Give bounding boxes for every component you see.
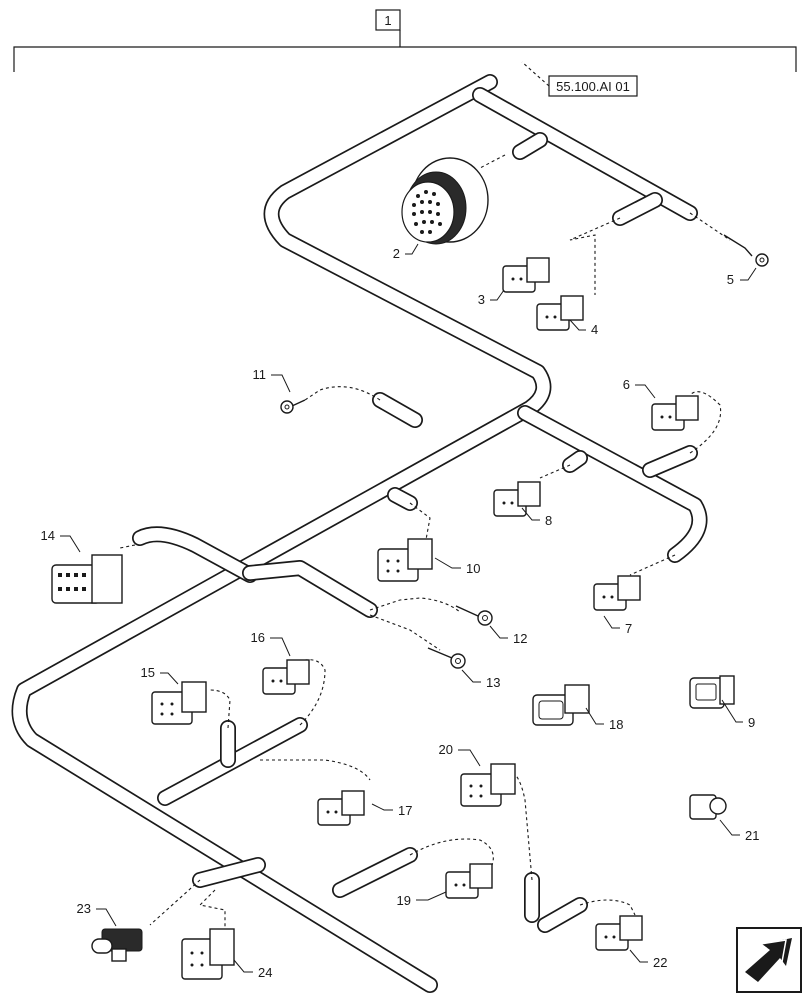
connector-10[interactable] [377, 538, 433, 582]
inline-connector-23[interactable] [91, 928, 143, 962]
harness-tubes [11, 74, 708, 993]
next-page-arrow-icon[interactable] [736, 927, 802, 993]
connector-18[interactable] [532, 684, 590, 726]
callout-15[interactable]: 15 [141, 665, 155, 680]
connector-15[interactable] [151, 681, 207, 725]
ring-terminal-5[interactable] [723, 234, 769, 267]
callout-7[interactable]: 7 [625, 621, 632, 636]
callout-11[interactable]: 11 [253, 367, 267, 382]
connector-7[interactable] [593, 575, 641, 611]
connector-19[interactable] [445, 863, 493, 899]
connector-6[interactable] [651, 395, 699, 431]
connector-3[interactable] [502, 257, 550, 293]
callout-numbers: 2 3 4 5 6 7 8 9 10 11 12 13 14 15 16 17 … [41, 246, 760, 980]
round-connector-2[interactable] [401, 157, 489, 245]
callout-3[interactable]: 3 [478, 292, 485, 307]
callout-19[interactable]: 19 [397, 893, 411, 908]
connector-20[interactable] [460, 763, 516, 807]
connector-16[interactable] [262, 659, 310, 695]
callout-14[interactable]: 14 [41, 528, 55, 543]
reference-box[interactable]: 55.100.AI 01 [521, 61, 638, 97]
wires [119, 154, 731, 935]
ring-terminal-11[interactable] [280, 399, 306, 414]
callout-2[interactable]: 2 [393, 246, 400, 261]
connector-24[interactable] [181, 928, 235, 980]
callout-20[interactable]: 20 [439, 742, 453, 757]
callout-10[interactable]: 10 [466, 561, 480, 576]
callout-4[interactable]: 4 [591, 322, 598, 337]
plug-9[interactable] [689, 675, 735, 709]
callout-6[interactable]: 6 [623, 377, 630, 392]
callout-13[interactable]: 13 [486, 675, 500, 690]
callout-21[interactable]: 21 [745, 828, 759, 843]
assembly-bracket: 1 [13, 9, 797, 72]
connector-17[interactable] [317, 790, 365, 826]
ring-terminal-13[interactable] [427, 647, 466, 669]
assembly-number: 1 [384, 13, 391, 28]
callout-23[interactable]: 23 [77, 901, 91, 916]
callout-17[interactable]: 17 [398, 803, 412, 818]
callout-leaders [60, 243, 757, 973]
callout-12[interactable]: 12 [513, 631, 527, 646]
callout-9[interactable]: 9 [748, 715, 755, 730]
callout-5[interactable]: 5 [727, 272, 734, 287]
connector-22[interactable] [595, 915, 643, 951]
connector-14[interactable] [51, 554, 123, 604]
connector-4[interactable] [536, 295, 584, 331]
callout-24[interactable]: 24 [258, 965, 272, 980]
ring-terminal-12[interactable] [455, 605, 493, 626]
reference-code: 55.100.AI 01 [556, 79, 630, 94]
connector-8[interactable] [493, 481, 541, 517]
callout-16[interactable]: 16 [251, 630, 265, 645]
callout-8[interactable]: 8 [545, 513, 552, 528]
callout-22[interactable]: 22 [653, 955, 667, 970]
cap-21[interactable] [689, 794, 727, 820]
callout-18[interactable]: 18 [609, 717, 623, 732]
